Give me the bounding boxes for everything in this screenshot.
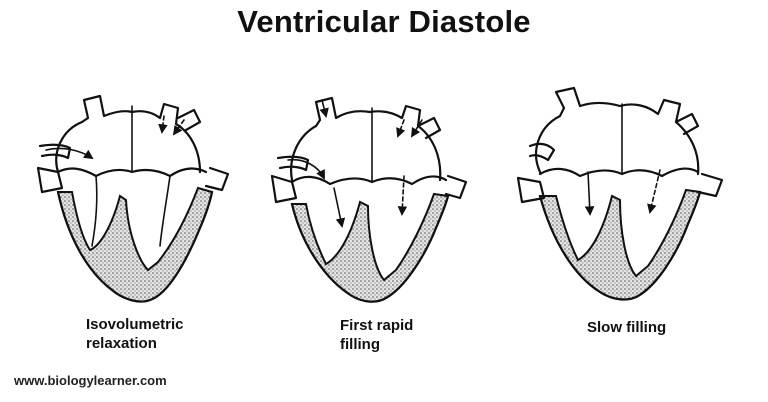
caption-line: First rapid	[340, 316, 413, 335]
heart-slow-filling	[518, 88, 722, 299]
caption-line: Slow filling	[587, 318, 666, 337]
website-url: www.biologylearner.com	[14, 373, 167, 388]
caption-line: filling	[340, 335, 413, 354]
heart-isovolumetric-relaxation	[38, 96, 228, 302]
caption-isovolumetric-relaxation: Isovolumetric relaxation	[86, 315, 184, 353]
caption-slow-filling: Slow filling	[587, 318, 666, 337]
ventricle-wall	[58, 188, 212, 302]
ventricle-wall	[292, 194, 448, 302]
atria-outline	[56, 96, 200, 172]
caption-line: Isovolumetric	[86, 315, 184, 334]
caption-line: relaxation	[86, 334, 184, 353]
caption-first-rapid-filling: First rapid filling	[340, 316, 413, 354]
heart-first-rapid-filling	[272, 98, 466, 302]
ventricle-wall	[540, 190, 700, 299]
